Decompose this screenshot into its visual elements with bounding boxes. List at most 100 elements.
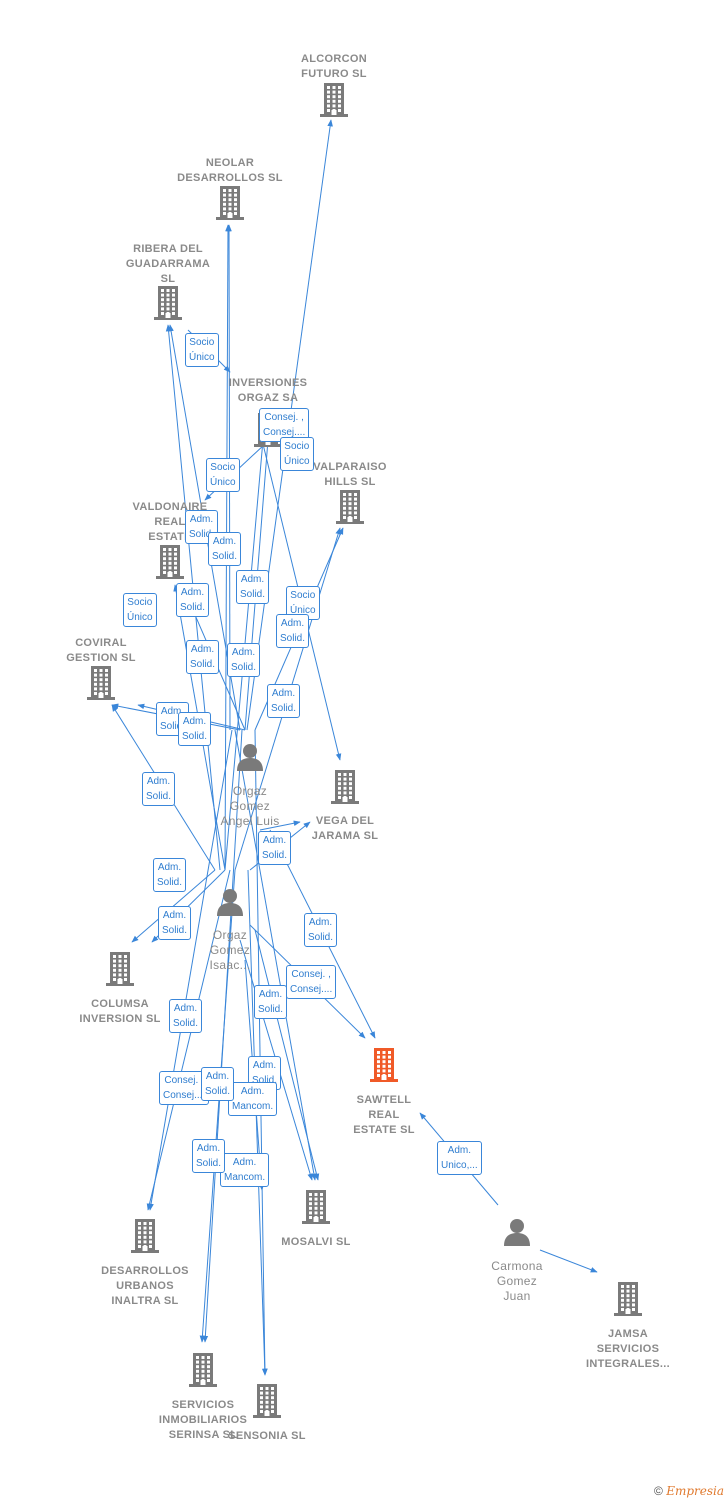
relation-label-line: Socio [127,597,153,608]
company-name: VALPARAISO HILLS SL [275,460,425,490]
relation-label-line: Adm. [262,835,287,846]
relation-label-line: Adm. [232,1157,257,1168]
relation-label-line: Solid. [182,731,208,742]
relation-label-line: Solid. [271,703,297,714]
building-icon [336,490,364,524]
relation-label-line: Socio [284,441,310,452]
building-icon [331,770,359,804]
brand-logo: Empresia [666,1484,724,1498]
relation-label[interactable]: Adm.Solid. [142,772,176,806]
relation-label[interactable]: Adm.Unico,... [437,1141,482,1175]
person-icon [237,744,263,771]
relation-label[interactable]: Adm. Mancom. [220,1153,270,1187]
relation-label[interactable]: Adm.Solid. [227,643,261,677]
company-name-line: ESTATE SL [353,1124,415,1136]
relation-label[interactable]: Adm.Solid. [276,614,310,648]
relation-label-line: Adm. [162,910,187,921]
relation-label[interactable]: Adm.Solid. [186,640,220,674]
relation-label-line: Solid. [189,529,215,540]
company-name-line: GESTION SL [66,652,136,664]
relation-label[interactable]: Adm.Mancom. [228,1082,278,1116]
relation-label[interactable]: Adm.Solid. [169,999,203,1033]
company-name-line: COVIRAL [75,637,127,649]
relation-label-line: Adm. [240,1086,265,1097]
company-name-line: COLUMSA [91,998,149,1010]
relation-label-line: Solid. [190,659,216,670]
relation-label-line: Adm. [196,1143,221,1154]
relation-label-line: Único [290,605,316,616]
person-name-line: Orgaz [232,784,268,798]
person-name-line: Juan [503,1289,531,1303]
relation-label-line: Adm. [271,688,296,699]
copyright-symbol: © [654,1484,663,1498]
company-name-line: ORGAZ SA [237,392,299,404]
relation-label[interactable]: Adm.Solid. [176,583,210,617]
company-name-line: SERVICIOS [596,1343,660,1355]
relation-label-line: Adm. [258,989,283,1000]
company-name-line: REAL [368,1109,400,1121]
building-icon [106,952,134,986]
building-icon [320,83,348,117]
relation-label-line: Adm. [173,1003,198,1014]
relation-label[interactable]: Adm.Solid. [201,1067,235,1101]
relation-label[interactable]: Adm.Solid. [304,913,338,947]
relation-label-line: Adm. [157,862,182,873]
building-icon [302,1190,330,1224]
company-name-line: VALPARAISO [313,461,387,473]
relation-label-line: Solid. [252,1075,278,1086]
company-name: COVIRAL GESTION SL [26,636,176,666]
relation-label-line: Socio [189,337,215,348]
person-icon [217,889,243,916]
relation-label-line: Adm. [212,536,237,547]
relation-label-line: Solid. [262,850,288,861]
person-name-line: Gomez [496,1274,538,1288]
building-icon [370,1048,398,1082]
person-name-line: Isaac... [209,958,251,972]
relation-label[interactable]: Consej. ,Consej.... [159,1071,210,1105]
relation-label[interactable]: Adm.Solid. [192,1139,226,1173]
relation-label-line: Solid. [258,1004,284,1015]
company-name-line: SL [160,273,176,285]
relation-label-line: Solid. [212,551,238,562]
building-icon [189,1353,217,1387]
relation-label-line: Adm. [160,706,185,717]
relation-label[interactable]: Adm. Solid. [254,985,288,1019]
relation-label-line: Solid. [180,602,206,613]
relation-label-line: Solid. [157,877,183,888]
relation-edge [539,1249,598,1273]
relation-label-line: Solid. [231,662,257,673]
relation-label-line: Consej. , [291,969,331,980]
relation-edge [146,869,231,1211]
relation-label-line: Mancom. [224,1172,266,1183]
relation-label[interactable]: Adm.Solid. [236,570,270,604]
company-name: MOSALVI SL [241,1235,391,1250]
company-name-line: RIBERA DEL [133,243,203,255]
relation-label-line: Adm. [447,1145,472,1156]
person-name-line: Carmona [491,1259,543,1273]
relation-label-line: Consej.... [163,1090,206,1101]
company-name: COLUMSA INVERSION SL [45,997,195,1027]
relation-label[interactable]: Adm. Solid. [208,532,242,566]
company-name-line: JARAMA SL [311,830,379,842]
building-icon [614,1282,642,1316]
company-name-line: GUADARRAMA [125,258,211,270]
relation-label[interactable]: Adm. Solid. [153,858,187,892]
company-name-line: DESARROLLOS SL [177,172,283,184]
relation-label[interactable]: Consej. , Consej.... [286,965,337,999]
relation-label[interactable]: Adm.Solid. [178,712,212,746]
relation-label-line: Consej.... [290,984,333,995]
company-name-line: HILLS SL [324,476,376,488]
company-name-line: INVERSION SL [79,1013,161,1025]
relation-label[interactable]: Adm. Solid. [267,684,301,718]
building-icon [154,286,182,320]
relation-label[interactable]: Adm.Solid. [156,702,190,736]
relation-label-line: Solid. [308,932,334,943]
relation-label[interactable]: Adm.Solid. [158,906,192,940]
relation-label[interactable]: Adm. Solid. [258,831,292,865]
